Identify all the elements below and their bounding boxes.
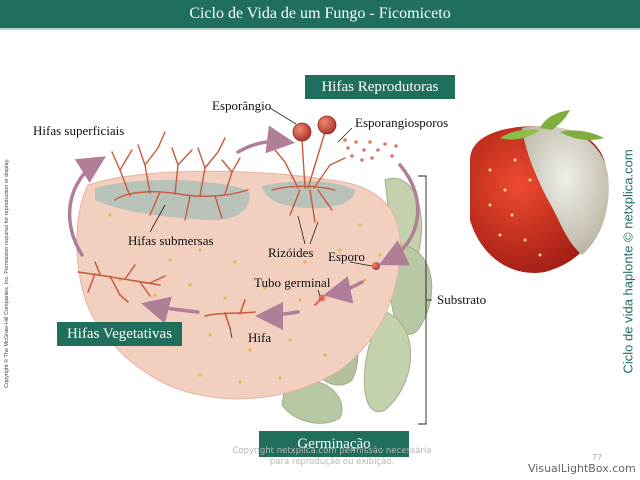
vegetative-hyphae <box>77 261 166 303</box>
label-hifas-submersas: Hifas submersas <box>128 233 214 248</box>
label-esporo: Esporo <box>328 249 365 264</box>
sporangium-1 <box>292 122 312 142</box>
title-divider <box>0 28 640 30</box>
sporangiospores <box>343 138 398 162</box>
label-hifa: Hifa <box>248 330 272 345</box>
label-hifas-superficiais: Hifas superficiais <box>33 123 125 138</box>
box-hifas-reprodutoras: Hifas Reprodutoras <box>305 75 455 99</box>
label-tubo-germinal: Tubo germinal <box>254 275 331 290</box>
watermark-text: Copyright netxplica.com permissão necess… <box>232 446 432 467</box>
cycle-arrows <box>67 125 420 330</box>
leader-lines <box>149 107 373 339</box>
superficial-hyphae <box>111 131 249 221</box>
moldy-strawberry-image <box>470 110 609 273</box>
young-hypha <box>204 299 256 329</box>
side-caption: Ciclo de vida haplonte © netxplica.com <box>620 149 636 374</box>
box-hifas-vegetativas: Hifas Vegetativas <box>57 322 182 346</box>
submerged-hyphae-zone-left <box>95 179 250 221</box>
title-bar: Ciclo de Vida de um Fungo - Ficomiceto <box>0 0 640 28</box>
label-substrato: Substrato <box>437 292 487 307</box>
label-esporangiosporos: Esporangiosporos <box>355 115 449 130</box>
brand-watermark: VisualLightBox.com <box>528 462 636 475</box>
label-esporangio: Esporângio <box>212 98 272 113</box>
page-title: Ciclo de Vida de um Fungo - Ficomiceto <box>189 5 451 22</box>
spore <box>372 262 380 270</box>
copyright-credit: Copyright © The McGraw-Hill Companies, I… <box>4 158 10 388</box>
box-germinacao: Germinação <box>259 431 409 457</box>
label-rizoides: Rizóides <box>268 245 314 260</box>
sporangium-2 <box>317 115 337 135</box>
page-number: 77 <box>592 453 603 462</box>
reproductive-hyphae <box>271 131 346 223</box>
